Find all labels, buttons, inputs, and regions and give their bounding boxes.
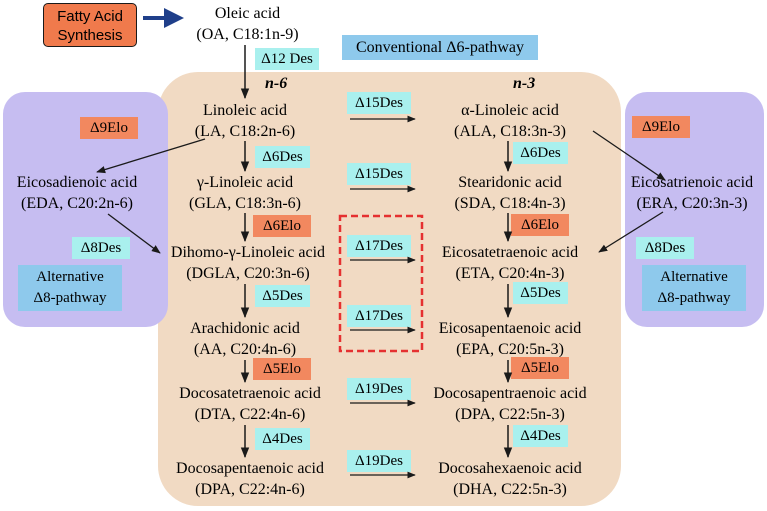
compound-docosapentraenoic-acid-n3: Docosapentraenoic acid (DPA, C22:5n-3) [422,383,598,425]
compound-formula: (DPA, C22:4n-6) [195,481,305,498]
enzyme-d5elo-n6: Δ5Elo [253,358,311,380]
compound-name: Eicosatetraenoic acid [441,244,579,261]
enzyme-d17des-2: Δ17Des [347,305,411,327]
enzyme-d6elo-n3: Δ6Elo [511,214,569,236]
fatty-acid-synthesis-box: Fatty Acid Synthesis [43,3,137,47]
compound-name: Eicosatrienoic acid [630,174,754,191]
compound-docosahexaenoic-acid: Docosahexaenoic acid (DHA, C22:5n-3) [425,458,595,500]
alt-pathway-line1: Alternative [660,269,728,285]
compound-name: Eicosapentaenoic acid [438,320,582,337]
compound-formula: (DHA, C22:5n-3) [453,481,567,498]
compound-eicosatetraenoic-acid: Eicosatetraenoic acid (ETA, C20:4n-3) [425,242,595,284]
compound-formula: (SDA, C18:4n-3) [454,195,566,212]
enzyme-d19des-2: Δ19Des [347,450,411,472]
enzyme-d5elo-n3: Δ5Elo [511,357,569,379]
enzyme-d17des-1: Δ17Des [347,235,411,257]
enzyme-d6des-n6: Δ6Des [255,146,310,168]
compound-name: Stearidonic acid [458,174,562,191]
enzyme-d9elo-left: Δ9Elo [80,117,138,139]
compound-name: Docosatetraenoic acid [179,385,321,402]
enzyme-d15des-1: Δ15Des [347,92,411,114]
compound-docosatetraenoic-acid: Docosatetraenoic acid (DTA, C22:4n-6) [165,383,335,425]
enzyme-d4des-n6: Δ4Des [255,428,310,450]
compound-formula: (EPA, C20:5n-3) [456,341,564,358]
compound-docosapentaenoic-acid-n6: Docosapentaenoic acid (DPA, C22:4n-6) [165,458,335,500]
compound-arachidonic-acid: Arachidonic acid (AA, C20:4n-6) [170,318,320,360]
fatty-acid-synthesis-line2: Synthesis [57,27,123,44]
compound-formula: (AA, C20:4n-6) [193,341,297,358]
compound-name: Docosapentaenoic acid [176,460,324,477]
n3-header: n-3 [513,75,536,92]
enzyme-d5des-n3: Δ5Des [513,282,568,304]
compound-formula: (DGLA, C20:3n-6) [186,265,310,282]
compound-alpha-linoleic-acid: α-Linoleic acid (ALA, C18:3n-3) [430,100,590,142]
enzyme-d12des: Δ12 Des [255,48,319,70]
enzyme-d6elo-n6: Δ6Elo [253,215,311,237]
compound-formula: (OA, C18:1n-9) [196,26,299,43]
enzyme-d4des-n3: Δ4Des [513,425,568,447]
compound-name: Dihomo-γ-Linoleic acid [170,244,326,261]
enzyme-d19des-1: Δ19Des [347,378,411,400]
compound-eicosatrienoic-acid: Eicosatrienoic acid (ERA, C20:3n-3) [618,172,766,214]
compound-name: Docosapentraenoic acid [433,385,587,402]
alt-pathway-line2: Δ8-pathway [657,290,731,306]
compound-formula: (LA, C18:2n-6) [194,123,296,140]
alt-pathway-line1: Alternative [36,269,104,285]
compound-formula: (ERA, C20:3n-3) [636,195,748,212]
compound-linoleic-acid: Linoleic acid (LA, C18:2n-6) [170,100,320,142]
compound-name: α-Linoleic acid [461,102,559,119]
enzyme-d6des-n3: Δ6Des [513,142,568,164]
enzyme-d8des-left: Δ8Des [72,237,130,259]
compound-dgla: Dihomo-γ-Linoleic acid (DGLA, C20:3n-6) [158,242,338,284]
compound-name: γ-Linoleic acid [196,174,294,191]
compound-name: Docosahexaenoic acid [438,460,582,477]
compound-eicosapentaenoic-acid: Eicosapentaenoic acid (EPA, C20:5n-3) [425,318,595,360]
enzyme-d5des-n6: Δ5Des [255,285,310,307]
compound-name: Oleic acid [214,5,281,22]
compound-gamma-linoleic-acid: γ-Linoleic acid (GLA, C18:3n-6) [170,172,320,214]
compound-name: Linoleic acid [203,102,287,119]
compound-formula: (EDA, C20:2n-6) [21,195,133,212]
enzyme-d9elo-right: Δ9Elo [632,116,690,138]
compound-eicosadienoic-acid: Eicosadienoic acid (EDA, C20:2n-6) [2,172,152,214]
compound-stearidonic-acid: Stearidonic acid (SDA, C18:4n-3) [430,172,590,214]
enzyme-d15des-2: Δ15Des [347,163,411,185]
compound-name: Eicosadienoic acid [16,174,138,191]
n6-header: n-6 [265,75,288,92]
compound-oleic-acid: Oleic acid (OA, C18:1n-9) [185,3,310,45]
alt-pathway-line2: Δ8-pathway [33,290,107,306]
alt-pathway-label-left: Alternative Δ8-pathway [18,265,122,311]
fatty-acid-synthesis-line1: Fatty Acid [57,8,123,25]
compound-name: Arachidonic acid [190,320,300,337]
conventional-pathway-label: Conventional Δ6-pathway [342,35,538,60]
enzyme-d8des-right: Δ8Des [636,237,694,259]
compound-formula: (ETA, C20:4n-3) [455,265,565,282]
compound-formula: (GLA, C18:3n-6) [189,195,301,212]
compound-formula: (DPA, C22:5n-3) [455,406,565,423]
alt-pathway-label-right: Alternative Δ8-pathway [642,265,746,311]
compound-formula: (ALA, C18:3n-3) [454,123,566,140]
compound-formula: (DTA, C22:4n-6) [194,406,306,423]
